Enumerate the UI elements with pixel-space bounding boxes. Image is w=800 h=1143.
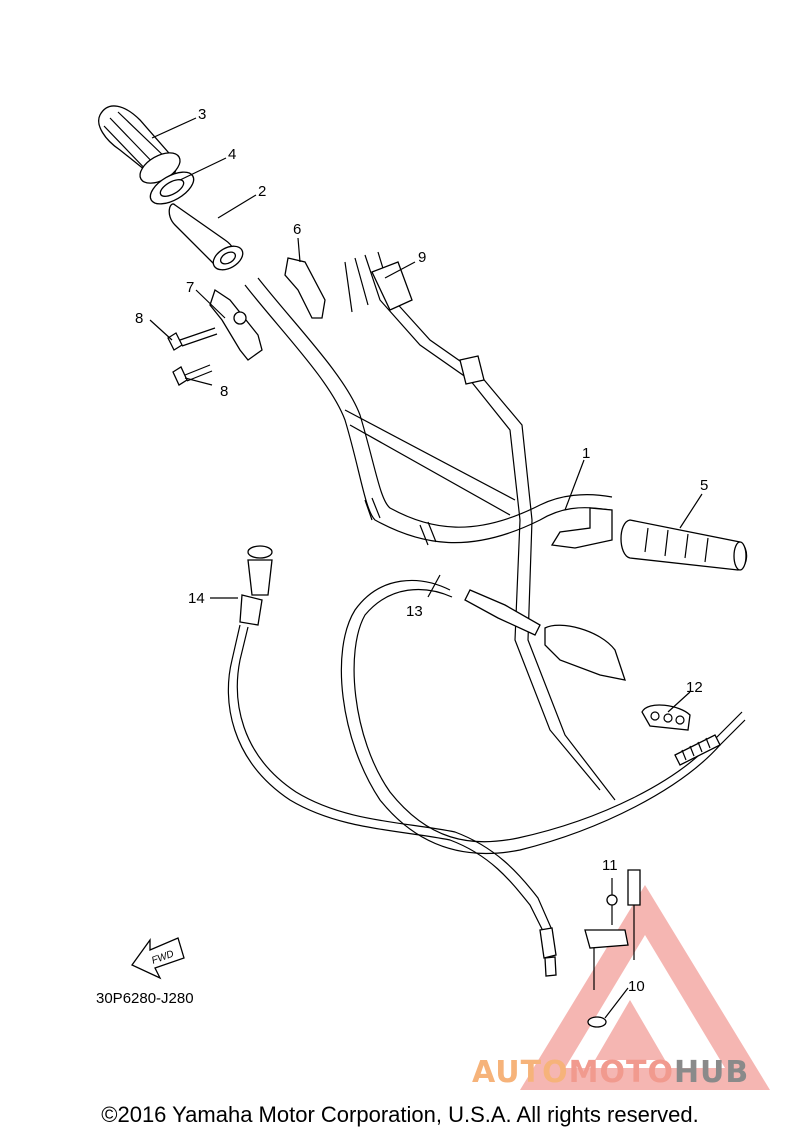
- handlebar: [244, 277, 613, 546]
- callout-5: 5: [700, 477, 708, 494]
- o-ring: [587, 1016, 607, 1028]
- watermark-part-a: AUTO: [472, 1055, 569, 1090]
- callout-labels: 1 2 3 4 5 6 7 8 8 9 10 11 12 13 14: [135, 106, 708, 995]
- callout-10: 10: [628, 978, 645, 995]
- callout-2: 2: [258, 183, 266, 200]
- watermark-triangle-icon: [520, 885, 770, 1090]
- throttle-housing: [209, 257, 326, 361]
- callout-8a: 8: [135, 310, 143, 327]
- callout-12: 12: [686, 679, 703, 696]
- callout-6: 6: [293, 221, 301, 238]
- callout-14: 14: [188, 590, 205, 607]
- left-grip: [98, 105, 195, 205]
- watermark-part-c: HUB: [673, 1055, 750, 1090]
- callout-13: 13: [406, 603, 423, 620]
- copyright-notice: ©2016 Yamaha Motor Corporation, U.S.A. A…: [101, 1102, 699, 1127]
- watermark-logo: AUTOMOTOHUB: [472, 1055, 749, 1090]
- leader-lines: [149, 117, 703, 1019]
- cable-bracket: [584, 869, 641, 990]
- callout-4: 4: [228, 146, 236, 163]
- hot-start-cable: [227, 545, 557, 977]
- fwd-arrow-icon: FWD: [131, 937, 185, 980]
- screw: [167, 327, 218, 351]
- callout-11: 11: [602, 857, 618, 874]
- throttle-tube: [168, 203, 244, 271]
- callout-1: 1: [582, 445, 590, 462]
- watermark-part-b: MOTO: [568, 1055, 674, 1090]
- clutch-cable: [340, 579, 746, 855]
- cable-guide: [641, 704, 691, 731]
- callout-9: 9: [418, 249, 426, 266]
- callout-7: 7: [186, 279, 194, 296]
- throttle-cables: [344, 251, 616, 801]
- callout-8b: 8: [220, 383, 228, 400]
- callout-3: 3: [198, 106, 206, 123]
- right-grip: [550, 507, 748, 571]
- screw: [172, 364, 213, 386]
- diagram-part-code: 30P6280-J280: [96, 990, 194, 1007]
